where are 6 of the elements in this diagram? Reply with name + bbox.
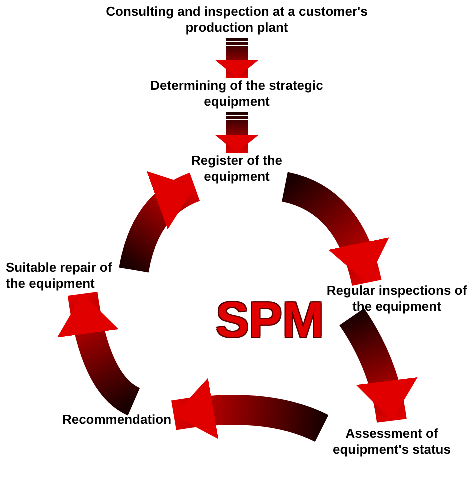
step-label: Register of the equipment xyxy=(177,153,297,187)
step-label: Assessment of equipment's status xyxy=(322,421,462,459)
step-label: Recommendation xyxy=(60,402,174,429)
step-label: Consulting and inspection at a customer's production plant xyxy=(80,4,394,38)
step-label: Determining of the strategic equipment xyxy=(127,78,347,112)
step-label: Suitable repair of the equipment xyxy=(6,260,134,294)
